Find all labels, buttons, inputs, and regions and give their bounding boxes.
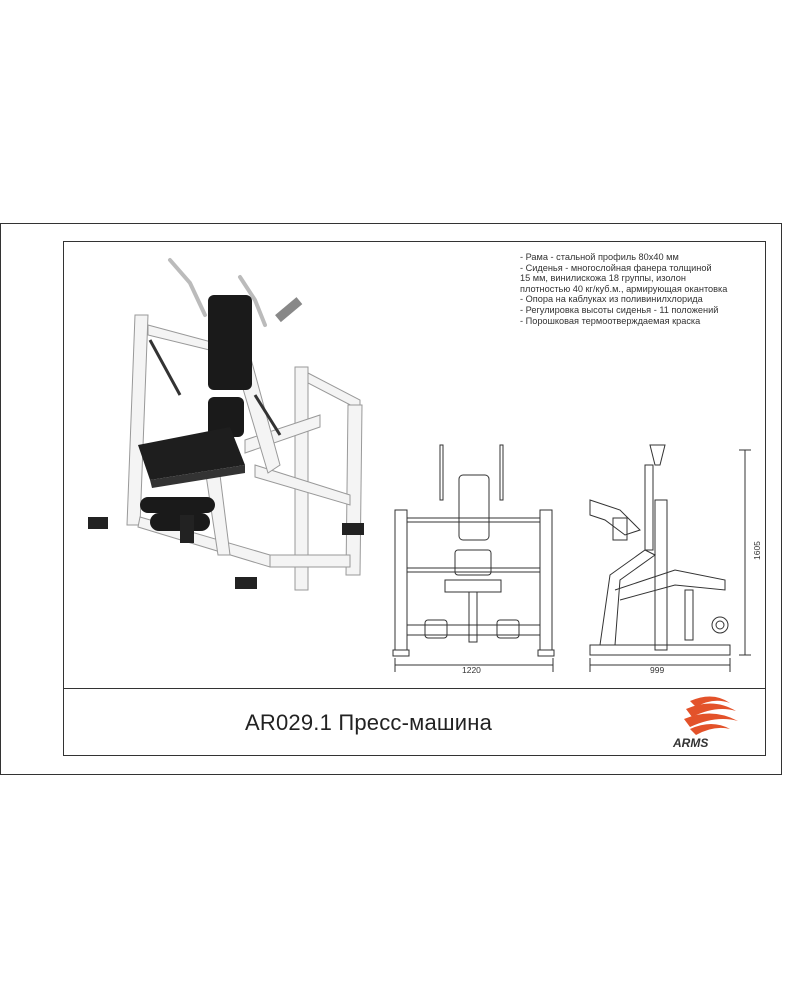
product-photo	[88, 258, 364, 591]
spec-line: - Регулировка высоты сиденья - 11 положе…	[520, 304, 719, 315]
product-title: AR029.1 Пресс-машина	[245, 710, 493, 735]
arms-logo-mark-icon: ARMS	[672, 696, 738, 750]
spec-line: - Опора на каблуках из поливинилхлорида	[520, 294, 703, 305]
front-view-drawing	[392, 444, 555, 672]
spec-line: плотностью 40 кг/куб.м., армирующая окан…	[520, 283, 728, 294]
title-divider	[63, 688, 766, 689]
dimension-width: 1220	[462, 665, 481, 675]
spec-line: 15 мм, винилискожа 18 группы, изолон	[520, 273, 686, 284]
sheet-frame	[63, 241, 766, 756]
arms-logo: ARMS	[668, 693, 748, 756]
spec-line: - Порошковая термоотверждаемая краска	[520, 315, 701, 326]
outer-frame	[0, 223, 782, 775]
svg-text:ARMS: ARMS	[672, 736, 708, 750]
dimension-depth: 999	[650, 665, 665, 675]
spec-list: - Рама - стальной профиль 80х40 мм - Сид…	[520, 252, 760, 326]
dimension-height: 1605	[752, 541, 762, 560]
side-view-drawing	[589, 444, 751, 672]
spec-line: - Сиденья - многослойная фанера толщиной	[520, 262, 712, 273]
spec-line: - Рама - стальной профиль 80х40 мм	[520, 252, 679, 262]
